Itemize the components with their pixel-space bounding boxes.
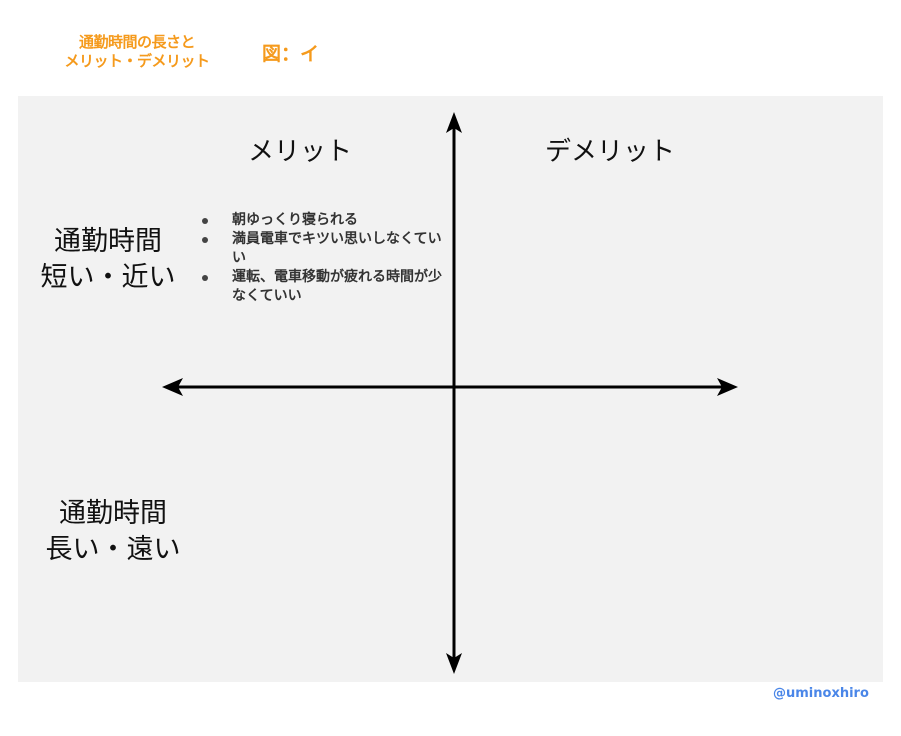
arrow-up-icon xyxy=(446,112,462,133)
merit-short-list: 朝ゆっくり寝られる 満員電車でキツい思いしなくていい 運転、電車移動が疲れる時間… xyxy=(196,211,446,306)
arrow-left-icon xyxy=(162,378,183,396)
list-item: 運転、電車移動が疲れる時間が少なくていい xyxy=(196,268,446,306)
row-header-short-line1: 通勤時間 xyxy=(54,226,162,257)
column-header-merit: メリット xyxy=(248,137,353,167)
row-header-long-line2: 長い・遠い xyxy=(45,534,181,565)
row-header-long: 通勤時間 長い・遠い xyxy=(40,496,186,568)
author-credit: @uminoxhiro xyxy=(773,686,869,701)
list-item: 満員電車でキツい思いしなくていい xyxy=(196,230,446,268)
column-header-demerit: デメリット xyxy=(545,137,676,167)
arrow-right-icon xyxy=(717,378,738,396)
horizontal-axis xyxy=(162,378,738,396)
title-line-1: 通勤時間の長さと xyxy=(78,33,196,51)
arrow-down-icon xyxy=(446,653,462,674)
quadrant-panel xyxy=(18,96,883,682)
row-header-short: 通勤時間 短い・近い xyxy=(38,224,178,296)
row-header-long-line1: 通勤時間 xyxy=(59,498,167,529)
title-line-2: メリット・デメリット xyxy=(64,52,210,70)
row-header-short-line2: 短い・近い xyxy=(40,262,176,293)
figure-label: 図：イ xyxy=(262,43,320,65)
diagram-title: 通勤時間の長さと メリット・デメリット xyxy=(52,33,222,71)
vertical-axis xyxy=(446,112,462,674)
list-item: 朝ゆっくり寝られる xyxy=(196,211,446,230)
